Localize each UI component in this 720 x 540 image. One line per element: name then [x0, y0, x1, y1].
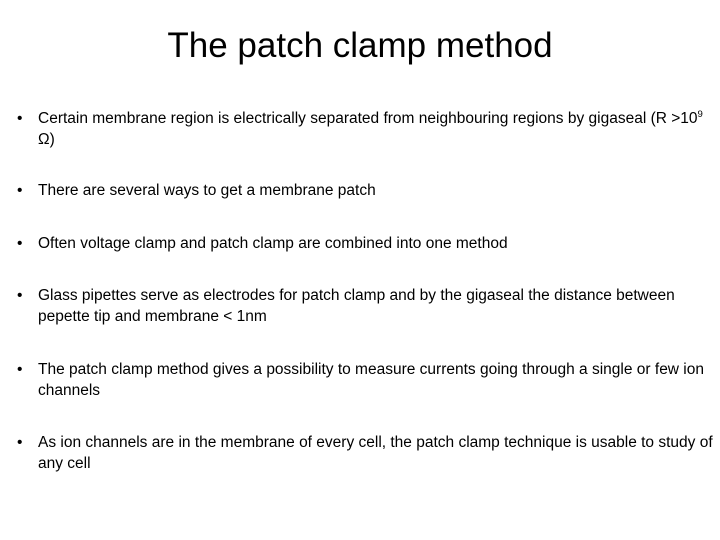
- list-item-text: As ion channels are in the membrane of e…: [38, 434, 713, 472]
- bullet-point-icon: •: [17, 110, 23, 127]
- list-item-text: There are several ways to get a membrane…: [38, 182, 376, 199]
- page-title: The patch clamp method: [167, 26, 553, 65]
- list-item-text: The patch clamp method gives a possibili…: [38, 361, 704, 399]
- bullet-point-icon: •: [17, 182, 23, 199]
- bullet-list: • Certain membrane region is electricall…: [14, 108, 714, 474]
- list-item: • Often voltage clamp and patch clamp ar…: [14, 233, 714, 254]
- list-item-text-part-2: Ω): [38, 131, 55, 148]
- list-item: • Glass pipettes serve as electrodes for…: [14, 285, 714, 327]
- list-item: • There are several ways to get a membra…: [14, 180, 714, 201]
- list-item-text: Often voltage clamp and patch clamp are …: [38, 235, 508, 252]
- list-item: • The patch clamp method gives a possibi…: [14, 359, 714, 401]
- superscript-exponent: 9: [697, 108, 703, 120]
- list-item: • Certain membrane region is electricall…: [14, 108, 714, 150]
- list-item-text: Glass pipettes serve as electrodes for p…: [38, 287, 675, 325]
- list-item-text: Certain membrane region is electrically …: [38, 108, 714, 150]
- bullet-point-icon: •: [17, 287, 23, 304]
- bullet-point-icon: •: [17, 361, 23, 378]
- list-item-text-part-1: Certain membrane region is electrically …: [38, 110, 698, 127]
- list-item: • As ion channels are in the membrane of…: [14, 432, 714, 474]
- bullet-point-icon: •: [17, 235, 23, 252]
- bullet-point-icon: •: [17, 434, 23, 451]
